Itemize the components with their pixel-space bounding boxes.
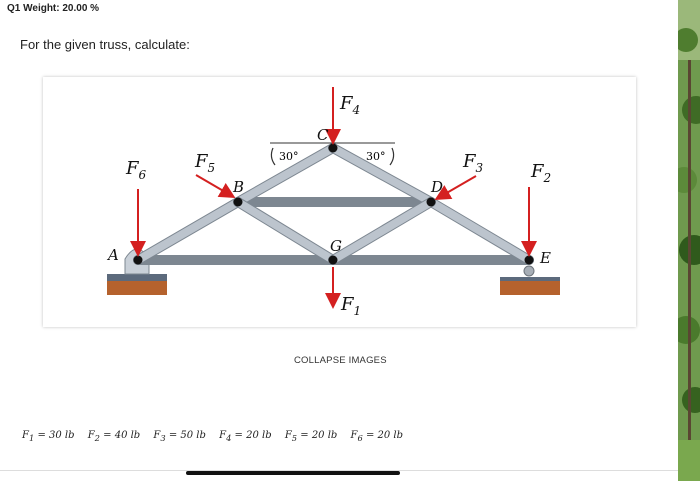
question-weight: Q1 Weight: 20.00 % xyxy=(7,3,100,14)
given-f4: F4 = 20 lb xyxy=(219,430,272,443)
node-label-a: A xyxy=(106,246,119,264)
support-roller-e xyxy=(500,265,560,295)
given-f2: F2 = 40 lb xyxy=(87,430,141,443)
angle-label-left: 30° xyxy=(279,150,299,163)
joint-a xyxy=(133,255,143,265)
truss-diagram: 30° 30° A B C D G E F4 F1 F6 F5 F3 F2 xyxy=(106,87,560,318)
given-f3: F3 = 50 lb xyxy=(153,430,206,443)
node-label-e: E xyxy=(539,249,551,267)
node-label-c: C xyxy=(317,126,329,144)
force-label-f5: F5 xyxy=(194,151,215,175)
node-label-b: B xyxy=(232,178,244,196)
force-arrows xyxy=(130,87,537,309)
joint-e xyxy=(524,255,534,265)
home-indicator-bar[interactable] xyxy=(186,471,400,475)
node-label-d: D xyxy=(430,178,443,196)
joint-b xyxy=(233,197,243,207)
truss-members xyxy=(133,143,534,265)
angle-arc-right xyxy=(389,147,395,166)
joint-c xyxy=(328,143,338,153)
truss-figure: 30° 30° A B C D G E F4 F1 F6 F5 F3 F2 xyxy=(43,77,636,327)
question-prompt: For the given truss, calculate: xyxy=(20,37,190,52)
collapse-images-button[interactable]: COLLAPSE IMAGES xyxy=(294,355,387,366)
joint-g xyxy=(328,255,338,265)
node-label-g: G xyxy=(330,237,342,255)
force-arrow-f3 xyxy=(434,175,477,201)
given-f1: F1 = 30 lb xyxy=(22,430,75,443)
background-trees-image xyxy=(678,0,700,481)
force-label-f4: F4 xyxy=(339,93,360,117)
force-arrow-f5 xyxy=(195,174,236,199)
given-f5: F5 = 20 lb xyxy=(284,430,338,443)
given-f6: F6 = 20 lb xyxy=(350,430,404,443)
force-label-f6: F6 xyxy=(125,158,147,182)
divider xyxy=(0,470,678,471)
angle-arc-left xyxy=(270,147,276,166)
angle-label-right: 30° xyxy=(366,150,386,163)
force-label-f2: F2 xyxy=(530,161,551,185)
force-label-f3: F3 xyxy=(462,151,484,175)
given-values: F1 = 30 lb F2 = 40 lb F3 = 50 lb F4 = 20… xyxy=(22,430,413,443)
force-label-f1: F1 xyxy=(340,294,361,318)
joint-d xyxy=(426,197,436,207)
